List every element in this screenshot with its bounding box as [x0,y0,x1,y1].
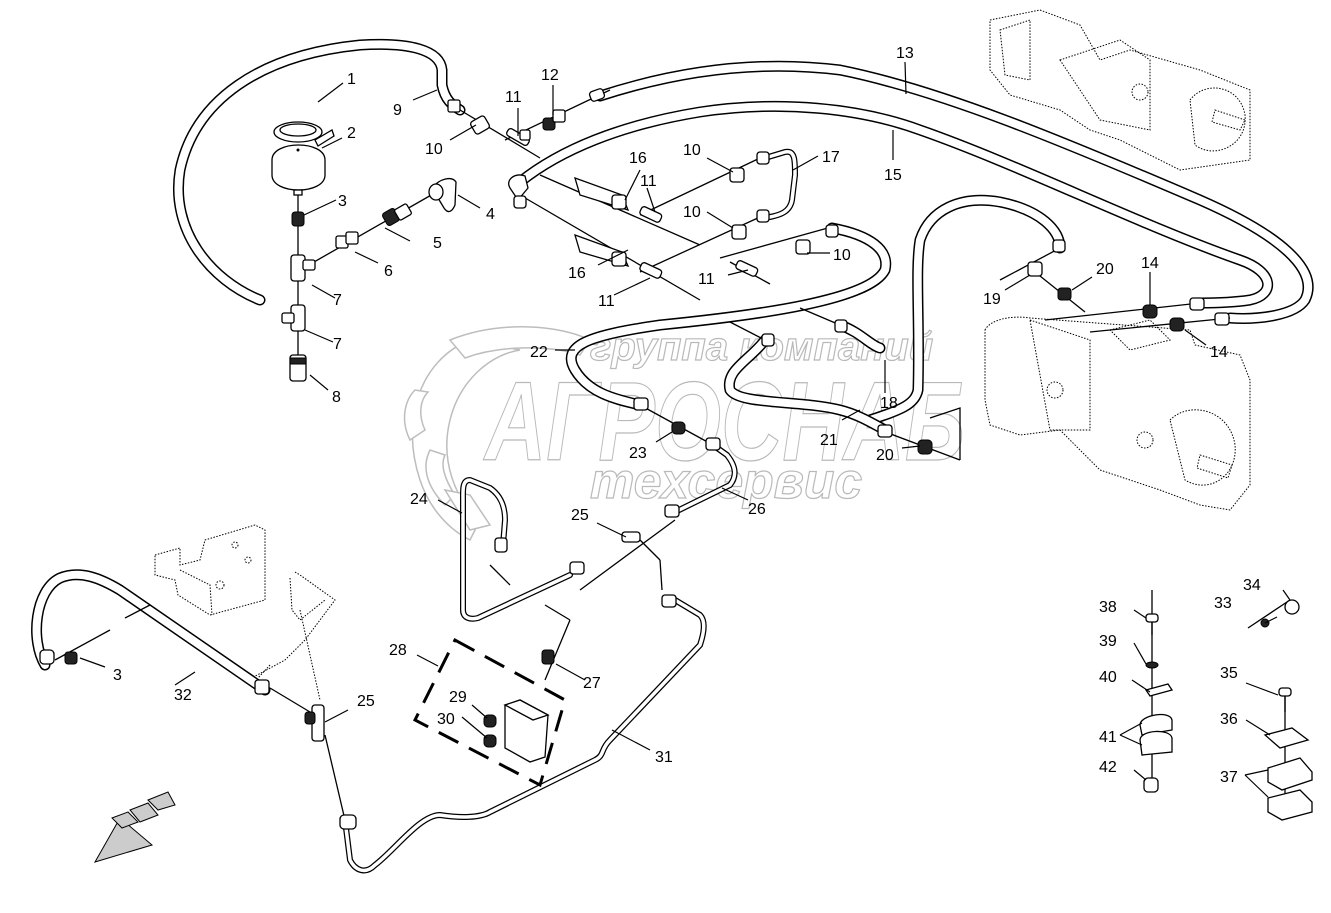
callout-25a: 25 [571,507,589,524]
filter-part-16a [574,176,630,212]
callout-3a: 3 [338,193,347,210]
forward-direction-arrow-icon [93,791,176,863]
callout-32: 32 [174,687,192,704]
clamp-hardware-left [1139,613,1174,793]
callout-14b: 14 [1210,344,1228,361]
callout-15: 15 [884,167,902,184]
leader-lines [79,61,1291,798]
callout-28: 28 [389,642,407,659]
clip-part-4 [428,177,457,213]
callout-11c: 11 [598,293,615,310]
callout-37: 37 [1220,769,1238,786]
callout-27: 27 [583,675,601,692]
callout-19: 19 [983,291,1001,308]
callout-35: 35 [1220,665,1238,682]
hydraulic-pump-main [984,316,1251,511]
callout-14a: 14 [1141,255,1159,272]
callout-16a: 16 [629,150,647,167]
callout-40: 40 [1099,669,1117,686]
callout-2: 2 [347,125,356,142]
callout-39: 39 [1099,633,1117,650]
callout-24: 24 [410,491,428,508]
watermark-line3: техсервис [590,453,862,509]
callout-5: 5 [433,235,442,252]
adapter-part-6 [335,231,359,249]
fittings-lower [39,397,721,830]
plug-part-8 [289,354,307,382]
elbow-fitting [508,174,529,209]
callout-41: 41 [1099,729,1117,746]
rigid-pipes [342,148,798,874]
clamp-hardware-right [1260,599,1313,821]
callout-6: 6 [384,263,393,280]
adapter-part-5 [382,203,412,226]
callout-10c: 10 [683,204,701,221]
watermark-wreath-icon [403,326,592,542]
hydraulic-pump-top [989,9,1251,171]
callout-36: 36 [1220,711,1238,728]
callout-31: 31 [655,749,673,766]
callout-3b: 3 [113,667,122,684]
tee-part-7a [290,254,316,282]
callout-18: 18 [880,395,898,412]
hose-lines [31,38,1314,696]
callout-42: 42 [1099,759,1117,776]
callout-21: 21 [820,432,838,449]
callout-13: 13 [896,45,914,62]
accumulator-part-2 [271,144,326,196]
adapter-part-3 [291,211,305,227]
callout-10d: 10 [833,247,851,264]
callout-26: 26 [748,501,766,518]
callout-8: 8 [332,389,341,406]
clamp-part-1 [273,121,335,147]
callout-22: 22 [530,344,548,361]
callout-33: 33 [1214,595,1232,612]
callout-1: 1 [347,71,356,88]
callout-25b: 25 [357,693,375,710]
callout-34: 34 [1243,577,1261,594]
callout-12: 12 [541,67,559,84]
callout-38: 38 [1099,599,1117,616]
callout-30: 30 [437,711,455,728]
filter-part-16b [574,233,630,268]
control-valve-block [154,524,266,616]
callout-7a: 7 [333,292,342,309]
fittings-right [877,239,1230,455]
callout-7b: 7 [333,336,342,353]
callout-16b: 16 [568,265,586,282]
callout-labels: 1 2 3 3 4 5 6 7 7 8 9 10 10 10 10 11 11 … [113,45,1261,786]
tee-part-25 [304,704,325,742]
callout-11a: 11 [505,89,522,106]
callout-9: 9 [393,102,402,119]
fittings-mid [639,151,848,347]
callout-10b: 10 [683,142,701,159]
callout-20a: 20 [1096,261,1114,278]
callout-17: 17 [822,149,840,166]
valve-assembly-28 [412,637,567,788]
callout-29: 29 [449,689,467,706]
callout-4: 4 [486,206,495,223]
callout-11b: 11 [640,173,657,190]
steering-pipe-dotted [247,571,336,701]
fittings-top [447,88,606,147]
callout-10a: 10 [425,141,443,158]
callout-23: 23 [629,445,647,462]
callout-20b: 20 [876,447,894,464]
callout-11d: 11 [698,271,715,288]
tee-part-7b [281,304,306,332]
